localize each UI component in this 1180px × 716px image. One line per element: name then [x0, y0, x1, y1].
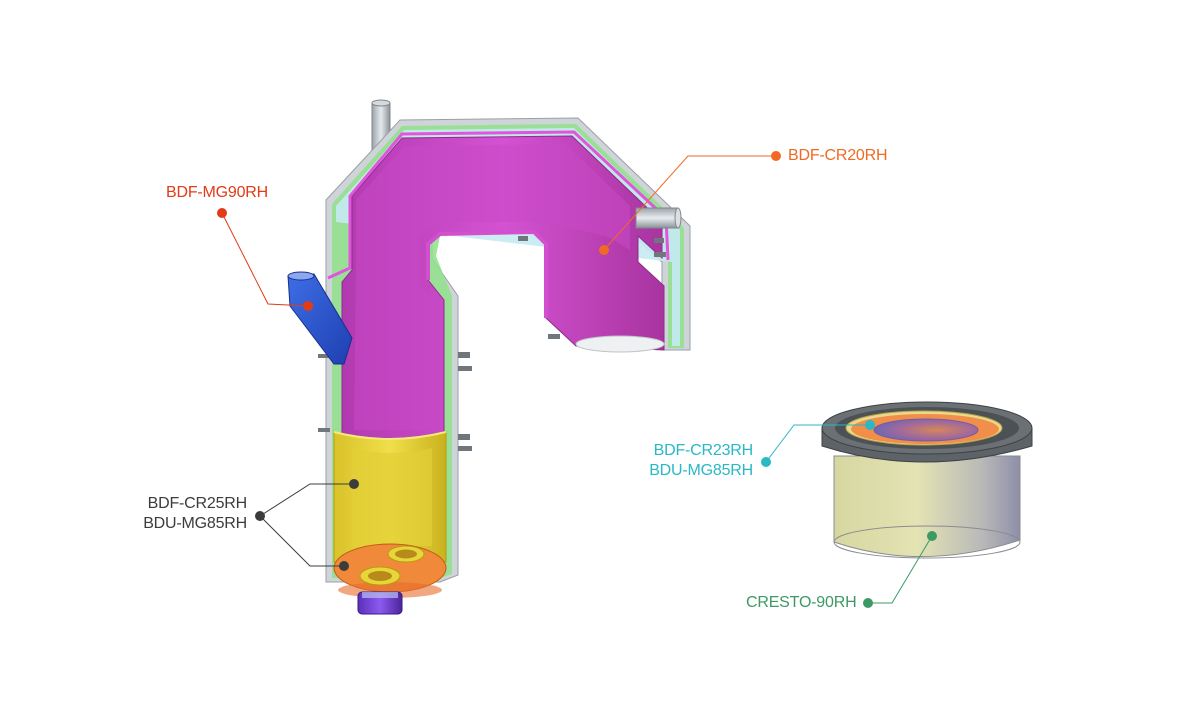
ladle-nozzle-cylinder	[821, 401, 1033, 559]
label-bdu-mg85rh-left-text: BDU-MG85RH	[143, 515, 247, 532]
dot-cr20-end	[771, 151, 781, 161]
label-bdf-mg90rh: BDF-MG90RH	[166, 183, 268, 203]
purple-bottom-tube	[357, 591, 403, 615]
dot-cr25-target-bottom	[339, 561, 349, 571]
dot-cr23-target	[865, 420, 875, 430]
outlet-bore	[575, 335, 665, 353]
label-bdf-cr23rh-group: BDF-CR23RH BDU-MG85RH	[649, 441, 753, 481]
label-cresto-90rh: CRESTO-90RH	[746, 593, 857, 613]
label-bdf-cr20rh: BDF-CR20RH	[788, 146, 888, 166]
label-bdf-mg90rh-text: BDF-MG90RH	[166, 184, 269, 201]
label-bdf-cr20rh-text: BDF-CR20RH	[788, 147, 888, 164]
leader-cresto	[868, 535, 933, 604]
leader-cr25-top	[259, 483, 354, 517]
dot-cr25-end	[255, 511, 265, 521]
dot-cresto-target	[927, 531, 937, 541]
label-cresto-90rh-text: CRESTO-90RH	[746, 594, 857, 611]
label-bdf-cr23rh-text: BDF-CR23RH	[653, 442, 754, 459]
leader-cr25-bottom	[259, 515, 344, 567]
dot-cr25-target-top	[349, 479, 359, 489]
label-bdf-cr25rh-text: BDF-CR25RH	[147, 495, 248, 512]
dot-cr20-target	[599, 245, 609, 255]
leader-mg90	[221, 212, 309, 307]
leader-cr20	[603, 155, 776, 251]
dot-cr23-end	[761, 457, 771, 467]
orange-bottom-plate	[333, 543, 447, 598]
magenta-cavity	[354, 144, 630, 430]
leader-cr23	[765, 424, 866, 463]
shell-ribs	[318, 236, 666, 451]
dot-mg90-end	[217, 208, 227, 218]
side-gas-pipe	[635, 207, 682, 229]
dot-mg90-target	[303, 301, 313, 311]
label-bdu-mg85rh-right-text: BDU-MG85RH	[649, 462, 753, 479]
blue-snorkel	[287, 271, 353, 365]
leader-lines	[221, 155, 933, 604]
leader-dots	[217, 151, 937, 608]
label-bdf-cr25rh-group: BDF-CR25RH BDU-MG85RH	[143, 494, 247, 534]
dot-cresto-end	[863, 598, 873, 608]
